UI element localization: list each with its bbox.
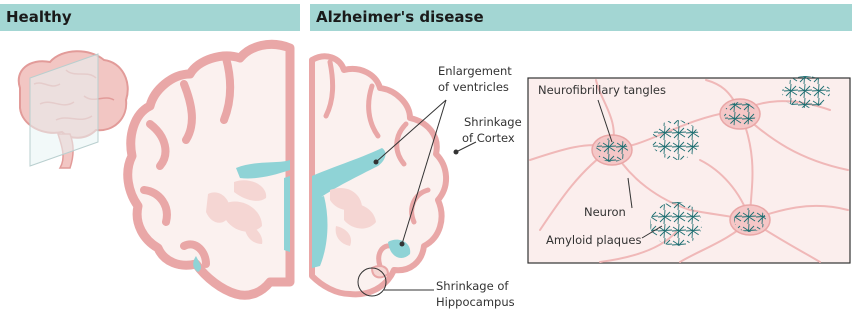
label-shrinkage-hippo-line2: Hippocampus [436,295,515,309]
cortex-marker-dot [454,150,459,155]
label-neuron: Neuron [584,205,626,219]
label-amyloid-plaques: Amyloid plaques [546,233,641,247]
alzheimers-coronal-section [312,56,446,294]
label-shrinkage-hippo-line1: Shrinkage of [436,279,509,293]
label-shrinkage-cortex-line2: of Cortex [462,131,515,145]
label-enlargement-line2: of ventricles [438,80,509,94]
brain-side-view [19,51,128,168]
amyloid-plaque [652,120,700,160]
label-neurofibrillary-tangles: Neurofibrillary tangles [538,83,666,97]
ventricle-marker-dot [374,160,379,165]
ventricle-marker-dot [400,242,405,247]
healthy-coronal-section [128,44,290,295]
amyloid-plaque [650,202,702,246]
amyloid-plaque [782,76,830,108]
label-shrinkage-cortex-line1: Shrinkage [464,115,522,129]
label-enlargement-line1: Enlargement [438,64,512,78]
